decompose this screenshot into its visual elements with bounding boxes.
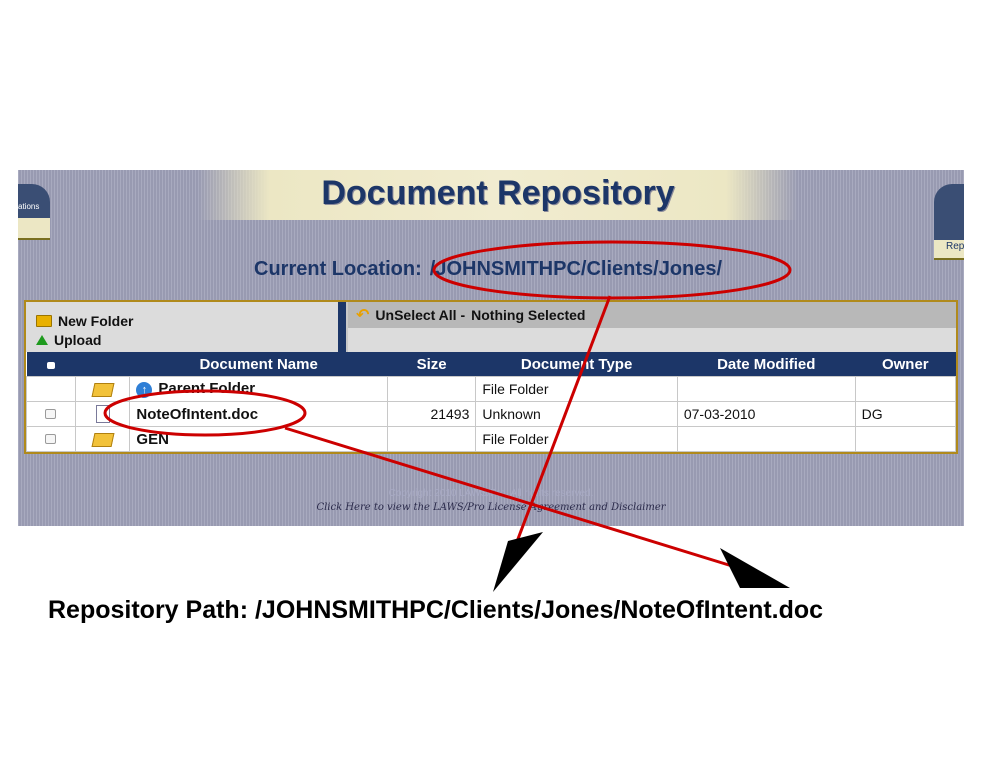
new-folder-icon	[36, 315, 52, 327]
row-name-cell[interactable]: ↑ Parent Folder	[129, 376, 388, 402]
row-checkbox-cell[interactable]	[26, 426, 76, 452]
arrowhead-path	[493, 532, 543, 592]
row-name-cell[interactable]: NoteOfIntent.doc	[129, 401, 388, 427]
row-name[interactable]: Parent Folder	[158, 380, 256, 398]
row-type: Unknown	[475, 401, 678, 427]
row-checkbox[interactable]	[45, 434, 57, 444]
title-banner: Document Repository	[198, 170, 798, 220]
row-date: 07-03-2010	[676, 401, 856, 427]
new-folder-label: New Folder	[58, 313, 134, 329]
row-owner	[854, 376, 957, 402]
left-tab-top	[18, 184, 50, 218]
current-location: Current Location: /JOHNSMITHPC/Clients/Jo…	[254, 258, 722, 281]
parent-folder-icon: ↑	[136, 381, 153, 398]
upload-label: Upload	[54, 332, 102, 348]
right-tab-top	[934, 184, 964, 240]
location-path: /JOHNSMITHPC/Clients/Jones/	[429, 258, 723, 280]
toolbar-actions: New Folder Upload	[26, 302, 346, 352]
table-row[interactable]: GEN File Folder	[26, 426, 957, 452]
select-all-checkbox[interactable]	[46, 361, 55, 369]
selection-status: Nothing Selected	[471, 307, 586, 323]
left-tab-label: ations	[18, 202, 40, 211]
row-name[interactable]: GEN	[136, 430, 169, 448]
file-browser: New Folder Upload ↶ UnSelect All - Nothi…	[24, 300, 958, 454]
undo-arrow-icon: ↶	[356, 307, 370, 324]
upload-arrow-icon	[36, 335, 48, 345]
row-owner	[854, 426, 957, 452]
row-date	[676, 426, 856, 452]
select-all-header[interactable]	[26, 352, 76, 377]
new-folder-button[interactable]: New Folder	[36, 313, 133, 329]
right-tab-label: Rep	[946, 241, 964, 252]
row-type: File Folder	[475, 376, 678, 402]
unselect-all-link[interactable]: UnSelect All -	[375, 307, 466, 323]
header-size[interactable]: Size	[387, 352, 476, 377]
row-checkbox-cell[interactable]	[26, 401, 76, 427]
row-icon-cell	[74, 401, 131, 427]
header-date-modified[interactable]: Date Modified	[677, 352, 856, 377]
page-title: Document Repository	[321, 174, 675, 212]
copyright-text: Copyright 2010 LAWS/Pro. All rights rese…	[388, 488, 594, 499]
row-icon-cell	[74, 426, 131, 452]
row-icon-cell	[74, 376, 131, 402]
row-owner: DG	[854, 401, 957, 427]
table-header-row: Document Name Size Document Type Date Mo…	[26, 352, 956, 377]
arrowhead-file	[720, 548, 790, 588]
left-nav-tab[interactable]: ations	[18, 184, 50, 240]
file-toolbar: New Folder Upload ↶ UnSelect All - Nothi…	[26, 302, 956, 352]
header-owner[interactable]: Owner	[855, 352, 956, 377]
file-table: Document Name Size Document Type Date Mo…	[26, 352, 957, 452]
app-screen: ations Document Repository Rep Current L…	[18, 170, 964, 526]
table-row[interactable]: ↑ Parent Folder File Folder	[26, 376, 957, 402]
selection-bar-band	[348, 328, 956, 352]
document-icon	[95, 405, 110, 424]
header-document-type[interactable]: Document Type	[475, 352, 678, 377]
left-tab-bottom	[18, 218, 50, 240]
row-size	[386, 376, 477, 402]
row-date	[676, 376, 856, 402]
right-tab-bottom	[934, 240, 964, 260]
license-link[interactable]: Click Here to view the LAWS/Pro License …	[316, 502, 666, 513]
header-document-name[interactable]: Document Name	[129, 352, 388, 377]
row-checkbox-cell	[26, 376, 76, 402]
repository-path-caption: Repository Path: /JOHNSMITHPC/Clients/Jo…	[48, 596, 824, 624]
selection-bar: ↶ UnSelect All - Nothing Selected	[348, 302, 956, 352]
icon-header	[75, 352, 130, 377]
row-size	[386, 426, 477, 452]
row-name[interactable]: NoteOfIntent.doc	[136, 405, 259, 423]
folder-icon	[91, 383, 115, 398]
upload-button[interactable]: Upload	[36, 332, 101, 348]
row-name-cell[interactable]: GEN	[129, 426, 388, 452]
row-size: 21493	[386, 401, 477, 427]
right-nav-tab[interactable]: Rep	[934, 184, 964, 260]
table-row[interactable]: NoteOfIntent.doc 21493 Unknown 07-03-201…	[26, 401, 957, 427]
row-checkbox[interactable]	[45, 409, 57, 419]
folder-icon	[91, 433, 115, 448]
location-label: Current Location:	[254, 258, 422, 280]
row-type: File Folder	[475, 426, 678, 452]
